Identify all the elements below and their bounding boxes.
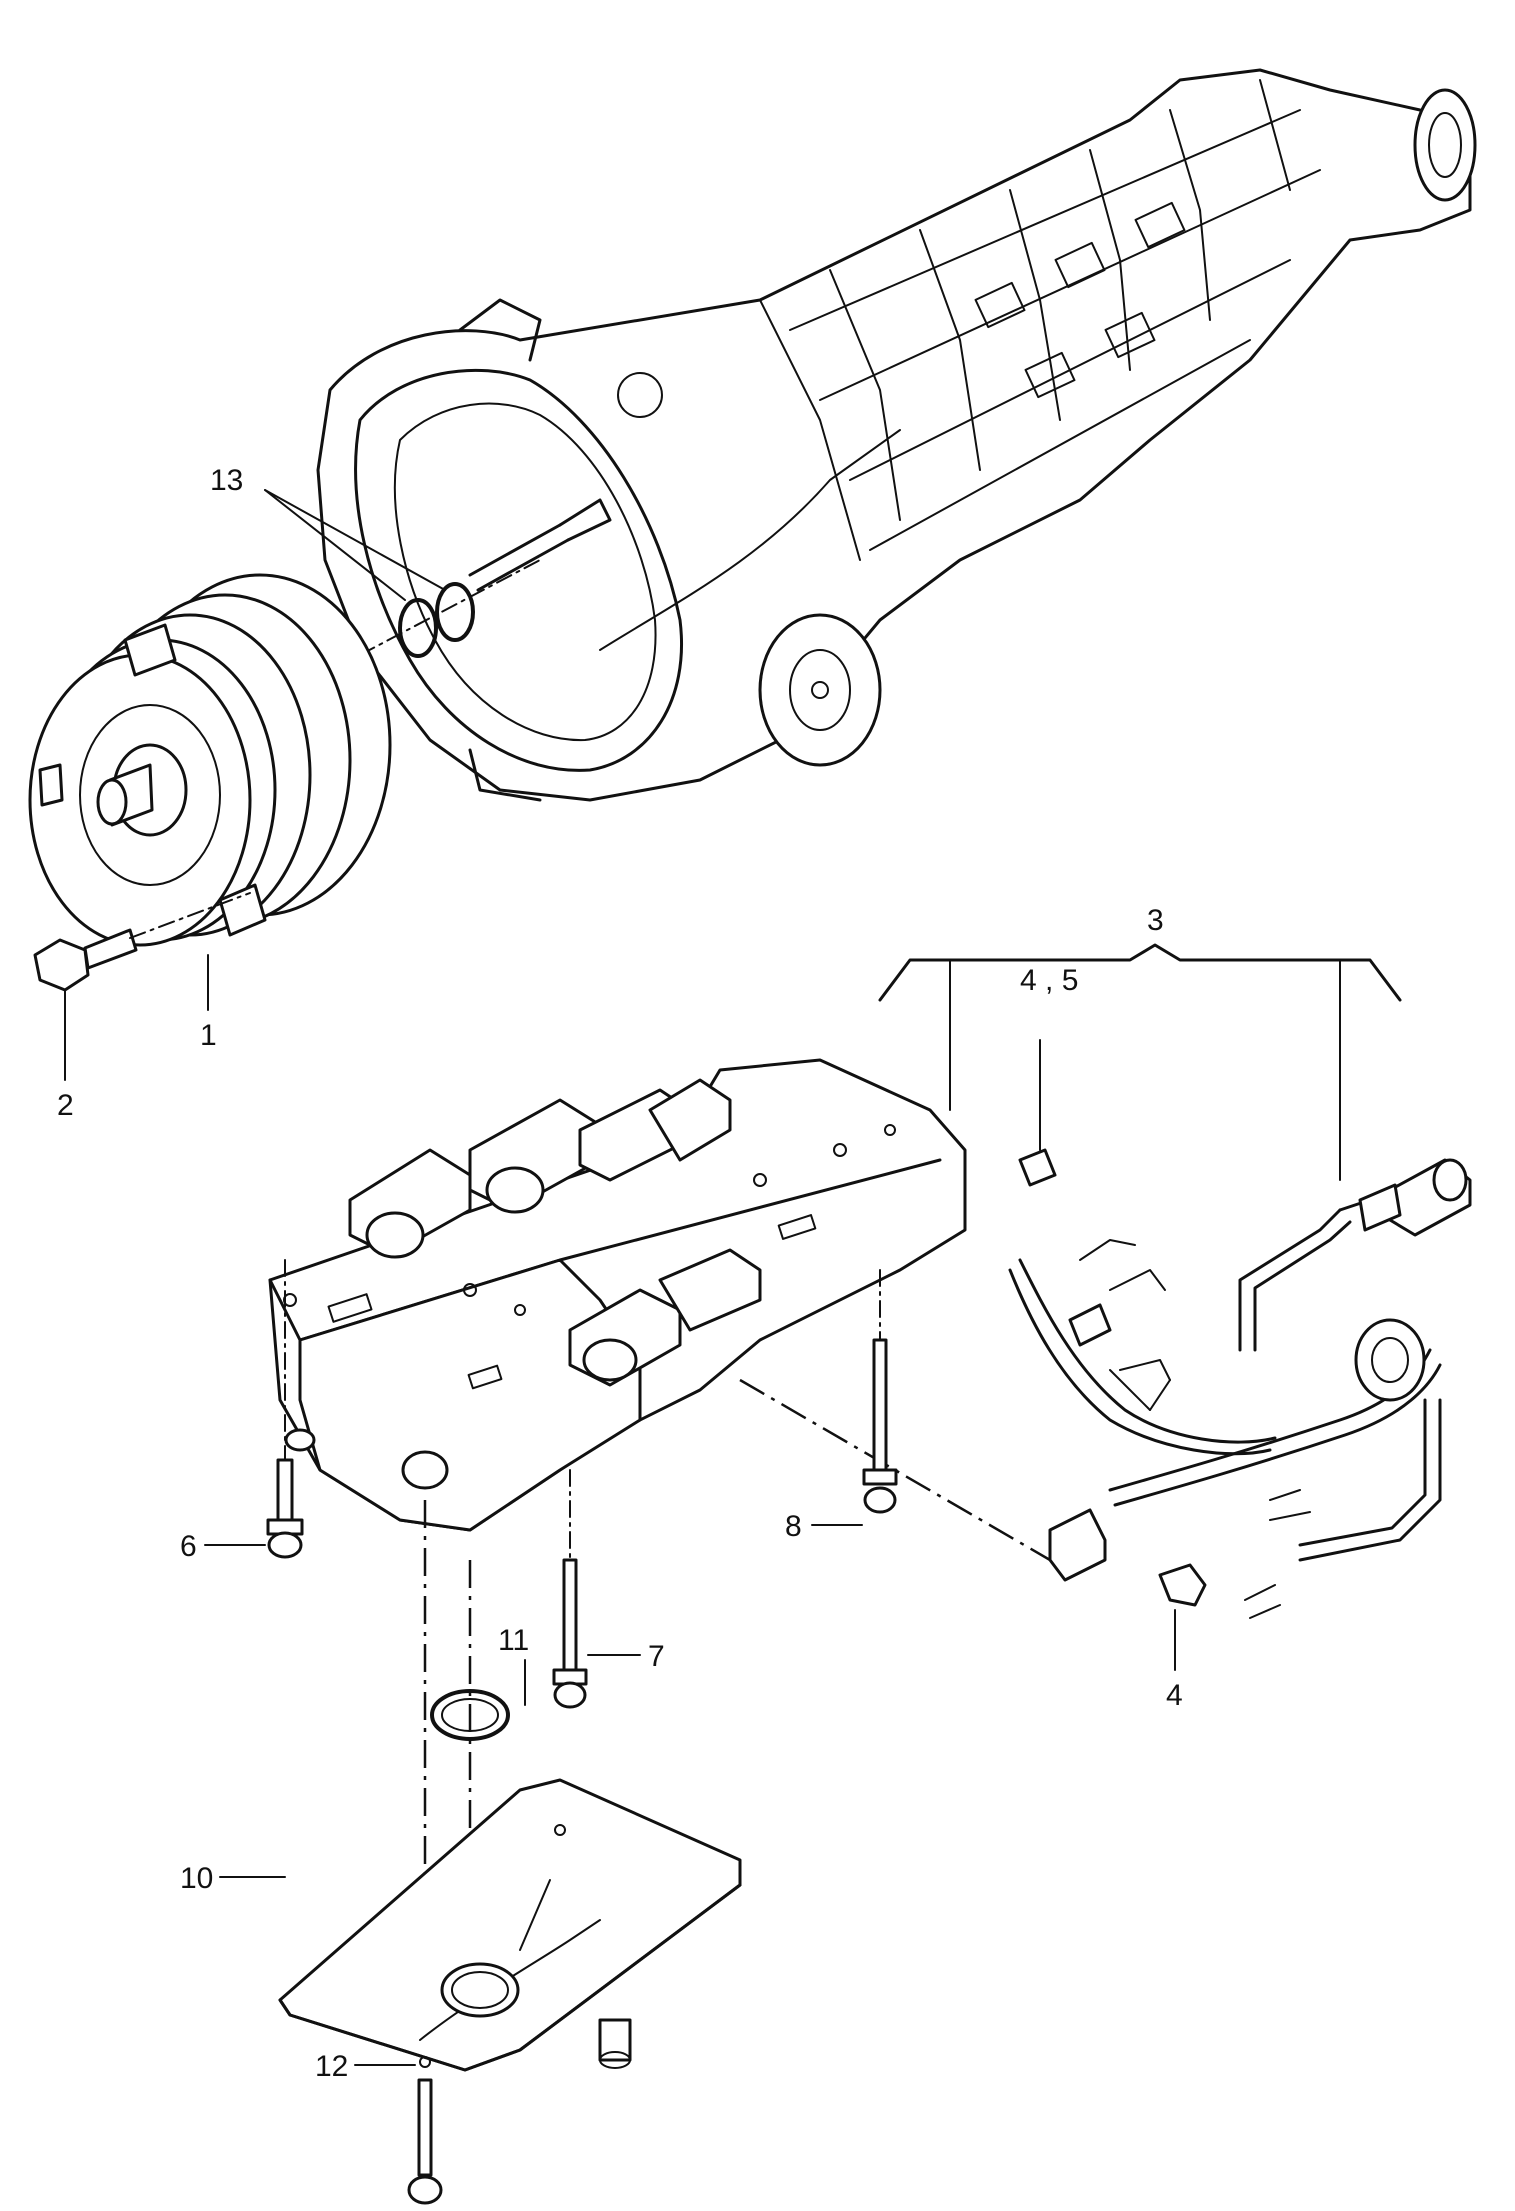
leader-lines: [64, 489, 1176, 2066]
callout-4: 4: [1166, 1679, 1183, 1712]
o-rings: [359, 559, 541, 658]
wiring-harness: [739, 1148, 1472, 1619]
callout-7: 7: [648, 1640, 665, 1673]
valve-body-bolts: [266, 1259, 898, 1709]
assembly-bracket: [878, 943, 1402, 1181]
callout-11: 11: [498, 1624, 529, 1657]
strainer-screw: [407, 2078, 443, 2205]
callout-8: 8: [785, 1510, 802, 1543]
callout-6: 6: [180, 1530, 197, 1563]
callout-10: 10: [180, 1862, 213, 1895]
callout-3: 3: [1147, 904, 1164, 937]
callout-12: 12: [315, 2050, 348, 2083]
torque-converter: [28, 573, 392, 947]
callout-13: 13: [210, 464, 243, 497]
oil-strainer: [278, 1500, 742, 2072]
callout-1: 1: [200, 1019, 217, 1052]
callout-4-5: 4 , 5: [1020, 964, 1078, 997]
valve-body: [268, 1058, 967, 1532]
callout-2: 2: [57, 1089, 74, 1122]
converter-bolt: [33, 892, 251, 992]
transmission-housing: [316, 68, 1477, 802]
